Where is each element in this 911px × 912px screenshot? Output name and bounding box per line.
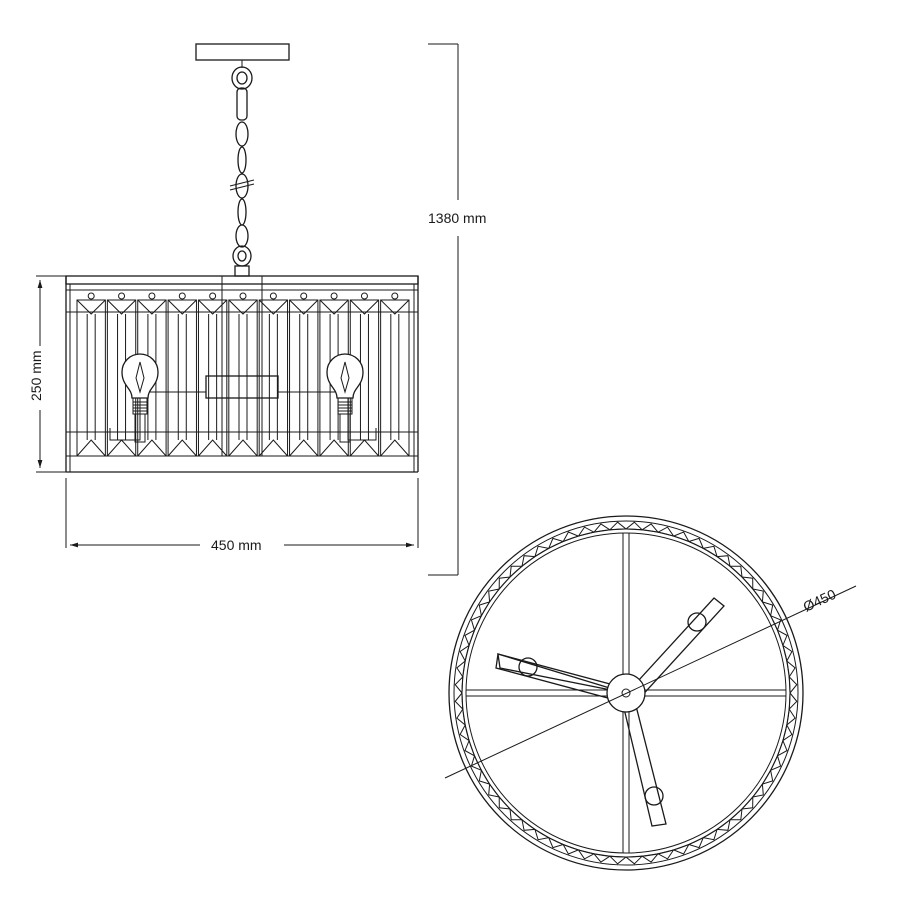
ring-crystal <box>776 739 788 757</box>
ring-crystal <box>740 576 754 591</box>
crystal-prism <box>289 292 319 457</box>
ring-crystal <box>459 723 470 742</box>
ring-crystal <box>786 659 796 679</box>
ring-crystal <box>547 836 565 849</box>
ring-crystal <box>728 565 743 579</box>
ring-crystal <box>701 828 718 841</box>
ring-crystal <box>672 531 690 543</box>
ring-crystal <box>769 754 782 772</box>
bulb-icon <box>121 353 159 443</box>
ring-crystal <box>592 853 612 863</box>
ring-crystal <box>728 807 743 821</box>
ring-crystal <box>656 849 675 860</box>
ring-crystal <box>454 675 464 695</box>
diameter-label: Ø450 <box>801 586 839 615</box>
suspension-chain <box>229 60 255 277</box>
ring-crystal <box>715 555 731 568</box>
ring-crystal <box>534 828 551 841</box>
dimension-shade-width: 450 mm <box>65 478 419 553</box>
ring-crystal <box>782 644 793 663</box>
ring-crystal <box>751 588 764 604</box>
ring-crystal <box>782 723 793 742</box>
ring-crystal <box>788 691 798 711</box>
ring-crystal <box>498 576 512 591</box>
crystal-prism <box>76 292 106 457</box>
ring-crystal <box>456 707 466 727</box>
crystal-shade <box>65 275 419 473</box>
ring-crystal <box>786 707 796 727</box>
total-height-label: 1380 mm <box>428 210 486 226</box>
ring-crystals <box>454 521 798 865</box>
ring-crystal <box>769 614 782 632</box>
ring-crystal <box>456 659 466 679</box>
ring-crystal <box>624 521 644 531</box>
bulb-icon <box>326 353 364 443</box>
ring-crystal <box>534 545 551 558</box>
ring-crystal <box>454 691 464 711</box>
ring-crystal <box>776 629 788 647</box>
crystal-prism <box>380 292 410 457</box>
ring-crystal <box>464 629 476 647</box>
ring-crystal <box>672 843 690 855</box>
ring-crystal <box>562 531 580 543</box>
ring-crystal <box>478 768 491 785</box>
ring-crystal <box>687 836 705 849</box>
ring-crystal <box>592 523 612 533</box>
ring-crystal <box>577 526 596 537</box>
ring-crystal <box>701 545 718 558</box>
ring-crystal <box>751 782 764 798</box>
ceiling-canopy <box>195 43 290 61</box>
ring-crystal <box>577 849 596 860</box>
ring-crystal <box>761 768 774 785</box>
ring-crystal <box>488 782 501 798</box>
ring-crystal <box>470 614 483 632</box>
ring-crystal <box>547 537 565 550</box>
ring-crystal <box>509 565 524 579</box>
ring-crystal <box>761 601 774 618</box>
ring-crystal <box>740 795 754 810</box>
ring-crystal <box>562 843 580 855</box>
ring-crystal <box>608 521 628 531</box>
ring-crystal <box>788 675 798 695</box>
ring-crystal <box>640 523 660 533</box>
ring-crystal <box>656 526 675 537</box>
ring-crystal <box>624 855 644 865</box>
ring-crystal <box>521 555 537 568</box>
shade-width-label: 450 mm <box>211 537 262 553</box>
top-view: Ø450 <box>444 515 857 871</box>
ring-crystal <box>715 818 731 831</box>
ring-crystal <box>488 588 501 604</box>
ring-crystal <box>498 795 512 810</box>
ring-crystal <box>608 855 628 865</box>
ring-crystal <box>640 853 660 863</box>
side-view <box>65 43 419 473</box>
shade-height-label: 250 mm <box>28 350 44 401</box>
dimension-total-height: 1380 mm <box>428 43 486 576</box>
crystal-prism <box>228 292 258 457</box>
ring-crystal <box>521 818 537 831</box>
shade-top-band <box>65 275 419 285</box>
ring-crystal <box>464 739 476 757</box>
ring-crystal <box>687 537 705 550</box>
crystal-prism <box>319 292 349 457</box>
crystal-prism <box>167 292 197 457</box>
ring-crystal <box>459 644 470 663</box>
ring-crystal <box>478 601 491 618</box>
center-fixture-plate <box>205 375 279 399</box>
ring-crystal <box>509 807 524 821</box>
top-arms <box>495 597 725 827</box>
dimension-shade-height: 250 mm <box>28 275 66 473</box>
